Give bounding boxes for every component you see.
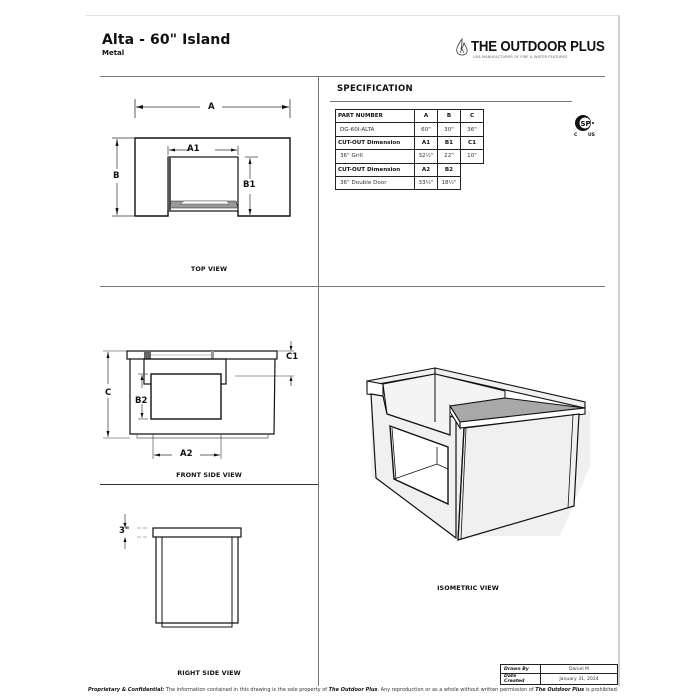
date-created-value: January 31, 2024 [540,673,618,685]
column-divider [318,76,319,686]
csa-us-label: US [588,133,595,138]
top-view-drawing [112,99,291,217]
dim-label-a1: A1 [187,144,200,154]
dim-label-top-thickness: 3" [119,526,130,536]
table-cell: 30" [437,122,461,137]
csa-c-label: C [574,133,578,138]
footer-text-3: is prohibited. [584,687,619,693]
table-row: DG-60I-ALTA 60" 30" 36" [335,122,484,137]
specification-title: SPECIFICATION [337,84,413,94]
row-divider-2 [100,484,318,485]
logo-wordmark: THE OUTDOOR PLUS [471,38,605,55]
specification-table: PART NUMBER A B C DG-60I-ALTA 60" 30" 36… [335,108,484,191]
dim-label-b: B [113,171,120,181]
logo-tagline: USA MANUFACTURER OF FIRE & WATER FEATURE… [473,55,568,59]
table-row: CUT-OUT Dimension A1 B1 C1 [335,135,484,151]
table-cell: 22" [437,149,461,164]
table-header-cell: A [414,108,438,124]
table-row: PART NUMBER A B C [335,108,484,124]
title-block: Drawn By Daniel M Date Created January 3… [500,664,618,685]
table-cell: 10" [460,149,484,164]
table-header-cell: C [460,108,484,124]
table-row: CUT-OUT Dimension A2 B2 [335,162,484,177]
front-side-view-label: FRONT SIDE VIEW [176,471,242,479]
company-logo: THE OUTDOOR PLUS USA MANUFACTURER OF FIR… [455,37,605,68]
row-divider-1 [100,286,605,287]
table-cell: 36" [460,122,484,137]
dim-label-b2: B2 [135,396,148,406]
dim-label-a: A [208,102,215,112]
top-view-label: TOP VIEW [190,265,228,273]
drawing-sheet: Alta - 60" Island Metal THE OUTDOOR PLUS… [85,15,620,686]
right-side-view-drawing [123,514,242,628]
table-header-cell: B [437,108,461,124]
dim-label-c1: C1 [286,352,299,362]
right-side-view-label: RIGHT SIDE VIEW [177,669,241,677]
table-header-cell: CUT-OUT Dimension [335,162,415,177]
drawn-by-value: Daniel M [540,664,618,674]
drawing-title: Alta - 60" Island [102,32,231,48]
table-row: Date Created January 31, 2024 [500,673,618,685]
flame-icon [456,37,468,56]
isometric-view-label: ISOMETRIC VIEW [437,584,499,592]
table-cell: 32½" [414,149,438,164]
table-cell: 60" [414,122,438,137]
table-header-cell: B2 [437,162,461,177]
footer-text-2: . Any reproduction or as a whole without… [377,687,536,693]
table-row: 36" Grill 32½" 22" 10" [335,149,484,164]
dim-label-b1: B1 [243,180,256,190]
table-header-cell: PART NUMBER [335,108,415,124]
svg-text:SP: SP [581,120,591,128]
dim-label-c: C [105,388,112,398]
table-cell: 33½" [414,175,438,191]
drawn-by-label: Drawn By [500,664,541,674]
header-divider [100,76,605,77]
table-header-cell: A2 [414,162,438,177]
csa-certification-icon: SP C US [571,113,601,141]
table-row: Drawn By Daniel M [500,664,618,674]
drawing-subtitle: Metal [102,49,125,57]
specification-rule [330,101,572,102]
table-cell: 18½" [437,175,461,191]
footer-company-1: The Outdoor Plus [328,687,378,693]
confidentiality-notice: Proprietary & Confidential: The informat… [88,687,618,693]
footer-text-1: The information contained in this drawin… [164,687,329,693]
table-header-cell: B1 [437,135,461,151]
isometric-view-drawing [366,367,590,541]
footer-lead: Proprietary & Confidential: [88,687,165,693]
table-row: 36" Double Door 33½" 18½" [335,175,484,191]
table-cell: DG-60I-ALTA [335,122,415,137]
date-created-label: Date Created [500,673,541,685]
footer-company-2: The Outdoor Plus [535,687,585,693]
table-header-cell: A1 [414,135,438,151]
dim-label-a2: A2 [180,449,193,459]
table-cell: 36" Double Door [335,175,415,191]
front-side-view-drawing [103,341,294,459]
table-cell: 36" Grill [335,149,415,164]
table-header-cell: CUT-OUT Dimension [335,135,415,151]
table-header-cell: C1 [460,135,484,151]
